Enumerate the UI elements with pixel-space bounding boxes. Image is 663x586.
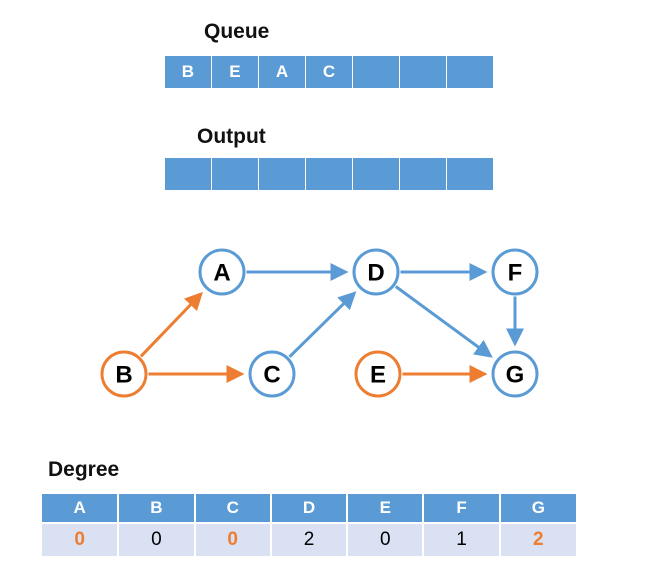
graph-node-circle-G xyxy=(491,350,539,398)
graph-edge-B-A xyxy=(139,291,203,358)
output-cell-4[interactable] xyxy=(353,158,399,190)
degree-header-G: G xyxy=(499,494,576,524)
graph-node-B[interactable]: B xyxy=(100,350,148,398)
graph-edge-D-G xyxy=(394,285,493,358)
degree-header-F: F xyxy=(423,494,501,524)
graph-node-label-C: C xyxy=(263,362,280,389)
graph-node-circle-C xyxy=(248,350,296,398)
graph-node-circle-F xyxy=(491,248,539,296)
graph-node-F[interactable]: F xyxy=(491,248,539,296)
queue-cell-6[interactable] xyxy=(447,56,494,88)
graph-node-E[interactable]: E xyxy=(354,350,402,398)
graph-node-D[interactable]: D xyxy=(352,248,400,296)
output-cell-1[interactable] xyxy=(212,158,258,190)
output-cell-6[interactable] xyxy=(447,158,494,190)
degree-header-E: E xyxy=(347,494,425,524)
degree-value-B: 0 xyxy=(118,523,196,556)
graph-nodes: A B C D E F G xyxy=(100,248,539,398)
graph-svg: A B C D E F G xyxy=(100,248,539,398)
output-cell-5[interactable] xyxy=(400,158,446,190)
output-cell-3[interactable] xyxy=(306,158,352,190)
degree-value-G: 2 xyxy=(499,523,576,556)
output-title: Output xyxy=(197,125,266,148)
degree-value-F: 1 xyxy=(423,523,501,556)
degree-value-E: 0 xyxy=(347,523,425,556)
graph-node-label-B: B xyxy=(115,362,132,389)
queue-cell-2[interactable]: A xyxy=(259,56,305,88)
degree-header-B: B xyxy=(118,494,196,524)
graph-node-label-A: A xyxy=(213,260,230,287)
graph-node-C[interactable]: C xyxy=(248,350,296,398)
graph-node-label-D: D xyxy=(367,260,384,287)
graph-edge-C-D xyxy=(288,291,357,358)
graph-node-label-E: E xyxy=(370,362,386,389)
graph-node-A[interactable]: A xyxy=(198,248,246,296)
queue-cell-5[interactable] xyxy=(400,56,446,88)
degree-value-C: 0 xyxy=(194,523,272,556)
degree-header-D: D xyxy=(270,494,349,524)
graph-node-circle-A xyxy=(198,248,246,296)
output-strip xyxy=(165,158,494,190)
graph-node-circle-B xyxy=(100,350,148,398)
queue-title: Queue xyxy=(204,20,270,43)
output-cell-0[interactable] xyxy=(165,158,211,190)
graph-node-label-G: G xyxy=(506,362,525,389)
queue-cell-1[interactable]: E xyxy=(212,56,258,88)
graph-node-G[interactable]: G xyxy=(491,350,539,398)
output-cell-2[interactable] xyxy=(259,158,305,190)
degree-value-D: 2 xyxy=(270,523,349,556)
graph-edges xyxy=(139,263,524,383)
degree-title: Degree xyxy=(48,458,120,481)
graph-node-circle-D xyxy=(352,248,400,296)
graph-node-circle-E xyxy=(354,350,402,398)
queue-cell-3[interactable]: C xyxy=(306,56,352,88)
queue-cell-0[interactable]: B xyxy=(165,56,211,88)
degree-header-C: C xyxy=(194,494,272,524)
degree-value-A: 0 xyxy=(42,523,120,556)
graph-diagram: A B C D E F G xyxy=(0,230,663,420)
queue-cell-4[interactable] xyxy=(353,56,399,88)
degree-header-A: A xyxy=(42,494,120,524)
graph-node-label-F: F xyxy=(508,260,523,287)
